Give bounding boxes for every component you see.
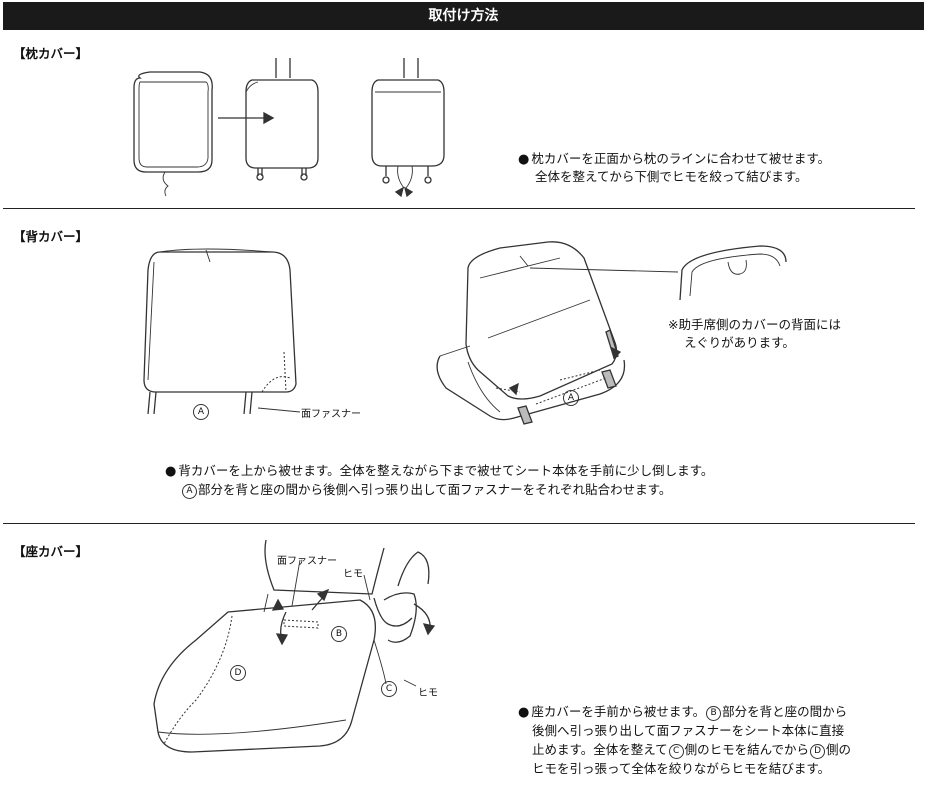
seat-cushion-illustration <box>153 539 436 753</box>
headrest-illustration <box>245 58 319 181</box>
pillow-cover-illustration <box>133 71 213 197</box>
marker-d: D <box>230 665 246 681</box>
page-title: 取付け方法 <box>3 2 924 30</box>
marker-a: A <box>193 404 209 420</box>
marker-b: B <box>331 626 347 642</box>
arrow-right-icon <box>218 111 275 125</box>
bullet-icon: ● <box>165 464 177 479</box>
back-instruction-line1: ●背カバーを上から被せます。全体を整えながら下まで被せてシート本体を手前に少し倒… <box>165 463 714 479</box>
string-callout-top: ヒモ <box>343 569 363 580</box>
seat-instruction-line2: 後側へ引っ張り出して面ファスナーをシート本体に直接 <box>532 723 845 738</box>
bullet-icon: ● <box>518 705 530 720</box>
section-label-seat: 【座カバー】 <box>13 544 89 559</box>
fastener-callout-back: 面ファスナー <box>301 409 361 420</box>
fastener-callout-seat: 面ファスナー <box>277 556 337 567</box>
section-label-pillow: 【枕カバー】 <box>13 46 89 61</box>
string-callout-bottom: ヒモ <box>418 688 438 699</box>
marker-c-inline: C <box>668 744 684 759</box>
marker-d-inline: D <box>810 744 826 759</box>
marker-b-inline: B <box>706 706 722 721</box>
section-divider <box>3 523 915 524</box>
marker-a-inline: A <box>182 484 197 499</box>
passenger-note-line2: えぐりがあります。 <box>684 335 795 350</box>
section-divider <box>3 208 915 209</box>
headrest-tied-illustration <box>371 58 445 198</box>
section-label-back: 【背カバー】 <box>13 229 89 244</box>
seat-instruction-line4: ヒモを引っ張って全体を絞りながらヒモを結びます。 <box>532 761 831 776</box>
marker-c: C <box>381 681 397 697</box>
passenger-note-line1: ※助手席側のカバーの背面には <box>668 317 841 332</box>
seat-back-illustration <box>143 248 301 415</box>
bullet-icon: ● <box>518 152 530 167</box>
marker-a-2: A <box>563 390 579 406</box>
pillow-instruction-line1: ●枕カバーを正面から枕のラインに合わせて被せます。 <box>518 151 831 167</box>
seat-back-tilted-illustration <box>436 241 787 425</box>
pillow-instruction-line2: 全体を整えてから下側でヒモを絞って結びます。 <box>535 169 808 184</box>
